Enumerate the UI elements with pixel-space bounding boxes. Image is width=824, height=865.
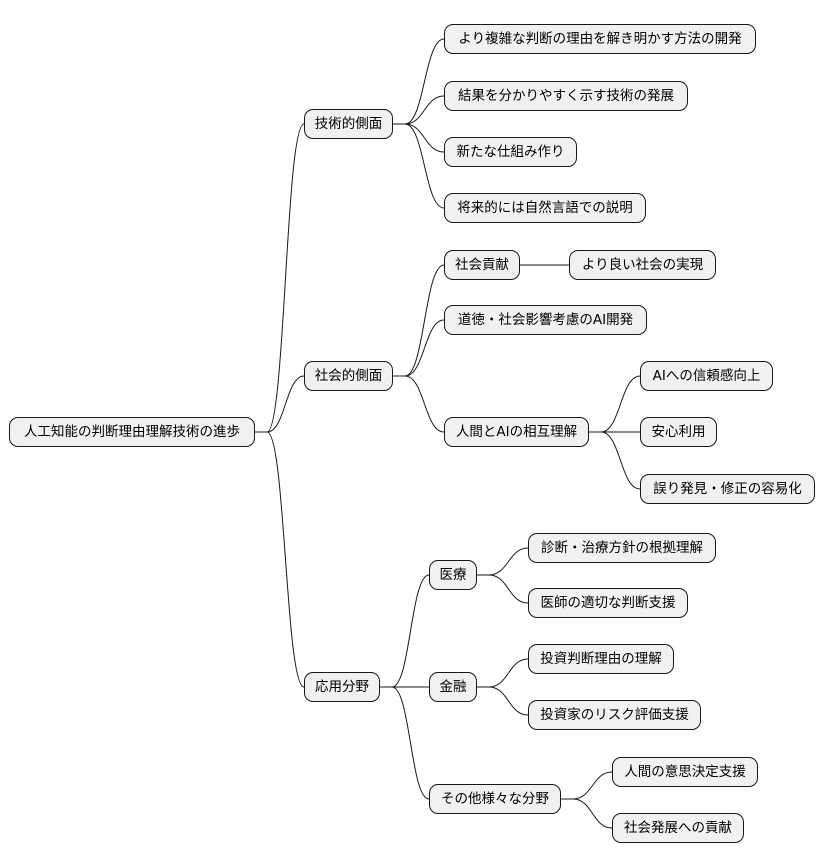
- finance-item-risk-assessment: 投資家のリスク評価支援: [528, 700, 701, 730]
- application-finance: 金融: [429, 672, 477, 702]
- connector-others-item-social-development: [561, 798, 613, 829]
- connector-application-medical: [380, 574, 430, 688]
- connector-branch-technical: [255, 123, 305, 433]
- branch-social: 社会的側面: [304, 361, 393, 391]
- application-medical: 医療: [429, 560, 477, 590]
- social-item-ethical-ai: 道徳・社会影響考慮のAI開発: [444, 305, 647, 335]
- root-node: 人工知能の判断理由理解技術の進歩: [9, 417, 255, 447]
- connector-social-item-mutual-understanding: [393, 375, 445, 433]
- branch-application: 応用分野: [304, 672, 380, 702]
- connector-others-item-decision-support: [561, 771, 613, 800]
- connector-mutual-item-error-fix: [589, 431, 641, 490]
- application-others: その他様々な分野: [429, 784, 561, 814]
- connector-finance-item-risk-assessment: [477, 686, 529, 716]
- connector-social-item-contribution: [393, 264, 445, 377]
- mutual-item-safe-use: 安心利用: [640, 417, 717, 447]
- others-item-decision-support: 人間の意思決定支援: [612, 757, 758, 787]
- connector-finance-item-investment-reason: [477, 658, 529, 688]
- mutual-item-error-fix: 誤り発見・修正の容易化: [640, 474, 815, 504]
- connector-mutual-item-trust: [589, 375, 641, 433]
- finance-item-investment-reason: 投資判断理由の理解: [528, 644, 674, 674]
- connector-technical-item-4: [393, 123, 445, 209]
- connector-medical-item-diagnosis: [477, 547, 529, 576]
- technical-item-4: 将来的には自然言語での説明: [444, 193, 646, 223]
- connector-branch-application: [255, 431, 305, 688]
- connector-branch-social: [255, 375, 305, 433]
- connector-application-others: [380, 686, 430, 800]
- connector-medical-item-doctor-support: [477, 574, 529, 604]
- social-item-better-society: より良い社会の実現: [569, 250, 716, 280]
- technical-item-3: 新たな仕組み作り: [444, 137, 577, 167]
- mutual-item-trust: AIへの信頼感向上: [640, 361, 773, 391]
- social-item-contribution: 社会貢献: [444, 250, 520, 280]
- social-item-mutual-understanding: 人間とAIの相互理解: [444, 417, 589, 447]
- technical-item-2: 結果を分かりやすく示す技術の発展: [444, 81, 688, 111]
- medical-item-doctor-support: 医師の適切な判断支援: [528, 588, 688, 618]
- medical-item-diagnosis: 診断・治療方針の根拠理解: [528, 533, 716, 563]
- technical-item-1: より複雑な判断の理由を解き明かす方法の開発: [444, 24, 756, 54]
- connector-technical-item-1: [393, 38, 445, 125]
- connector-social-item-ethical-ai: [393, 319, 445, 377]
- connector-technical-item-3: [393, 123, 445, 153]
- branch-technical: 技術的側面: [304, 109, 393, 139]
- others-item-social-development: 社会発展への貢献: [612, 813, 744, 843]
- connector-technical-item-2: [393, 95, 445, 125]
